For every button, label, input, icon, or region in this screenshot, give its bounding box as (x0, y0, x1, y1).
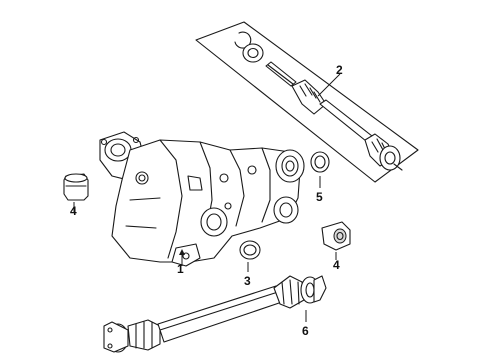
differential-housing[interactable]: 1 (99, 131, 305, 276)
callout-3: 3 (244, 274, 251, 288)
washer (242, 43, 264, 63)
propeller-shaft[interactable]: 6 (103, 275, 327, 353)
callout-4a: 4 (70, 204, 77, 218)
callout-1: 1 (177, 262, 184, 276)
axle-shaft-panel: 2 (195, 21, 419, 183)
gasket-ring[interactable]: 5 (310, 151, 330, 204)
callout-2: 2 (336, 63, 343, 77)
mount-bushing-left[interactable]: 4 (63, 173, 89, 218)
axle-shaft[interactable] (265, 61, 403, 171)
callout-4b: 4 (333, 258, 340, 272)
callout-5: 5 (316, 190, 323, 204)
seal-ring[interactable]: 3 (239, 240, 261, 288)
mount-bushing-right[interactable]: 4 (321, 221, 351, 272)
callout-6: 6 (302, 324, 309, 338)
snap-ring (234, 31, 252, 49)
